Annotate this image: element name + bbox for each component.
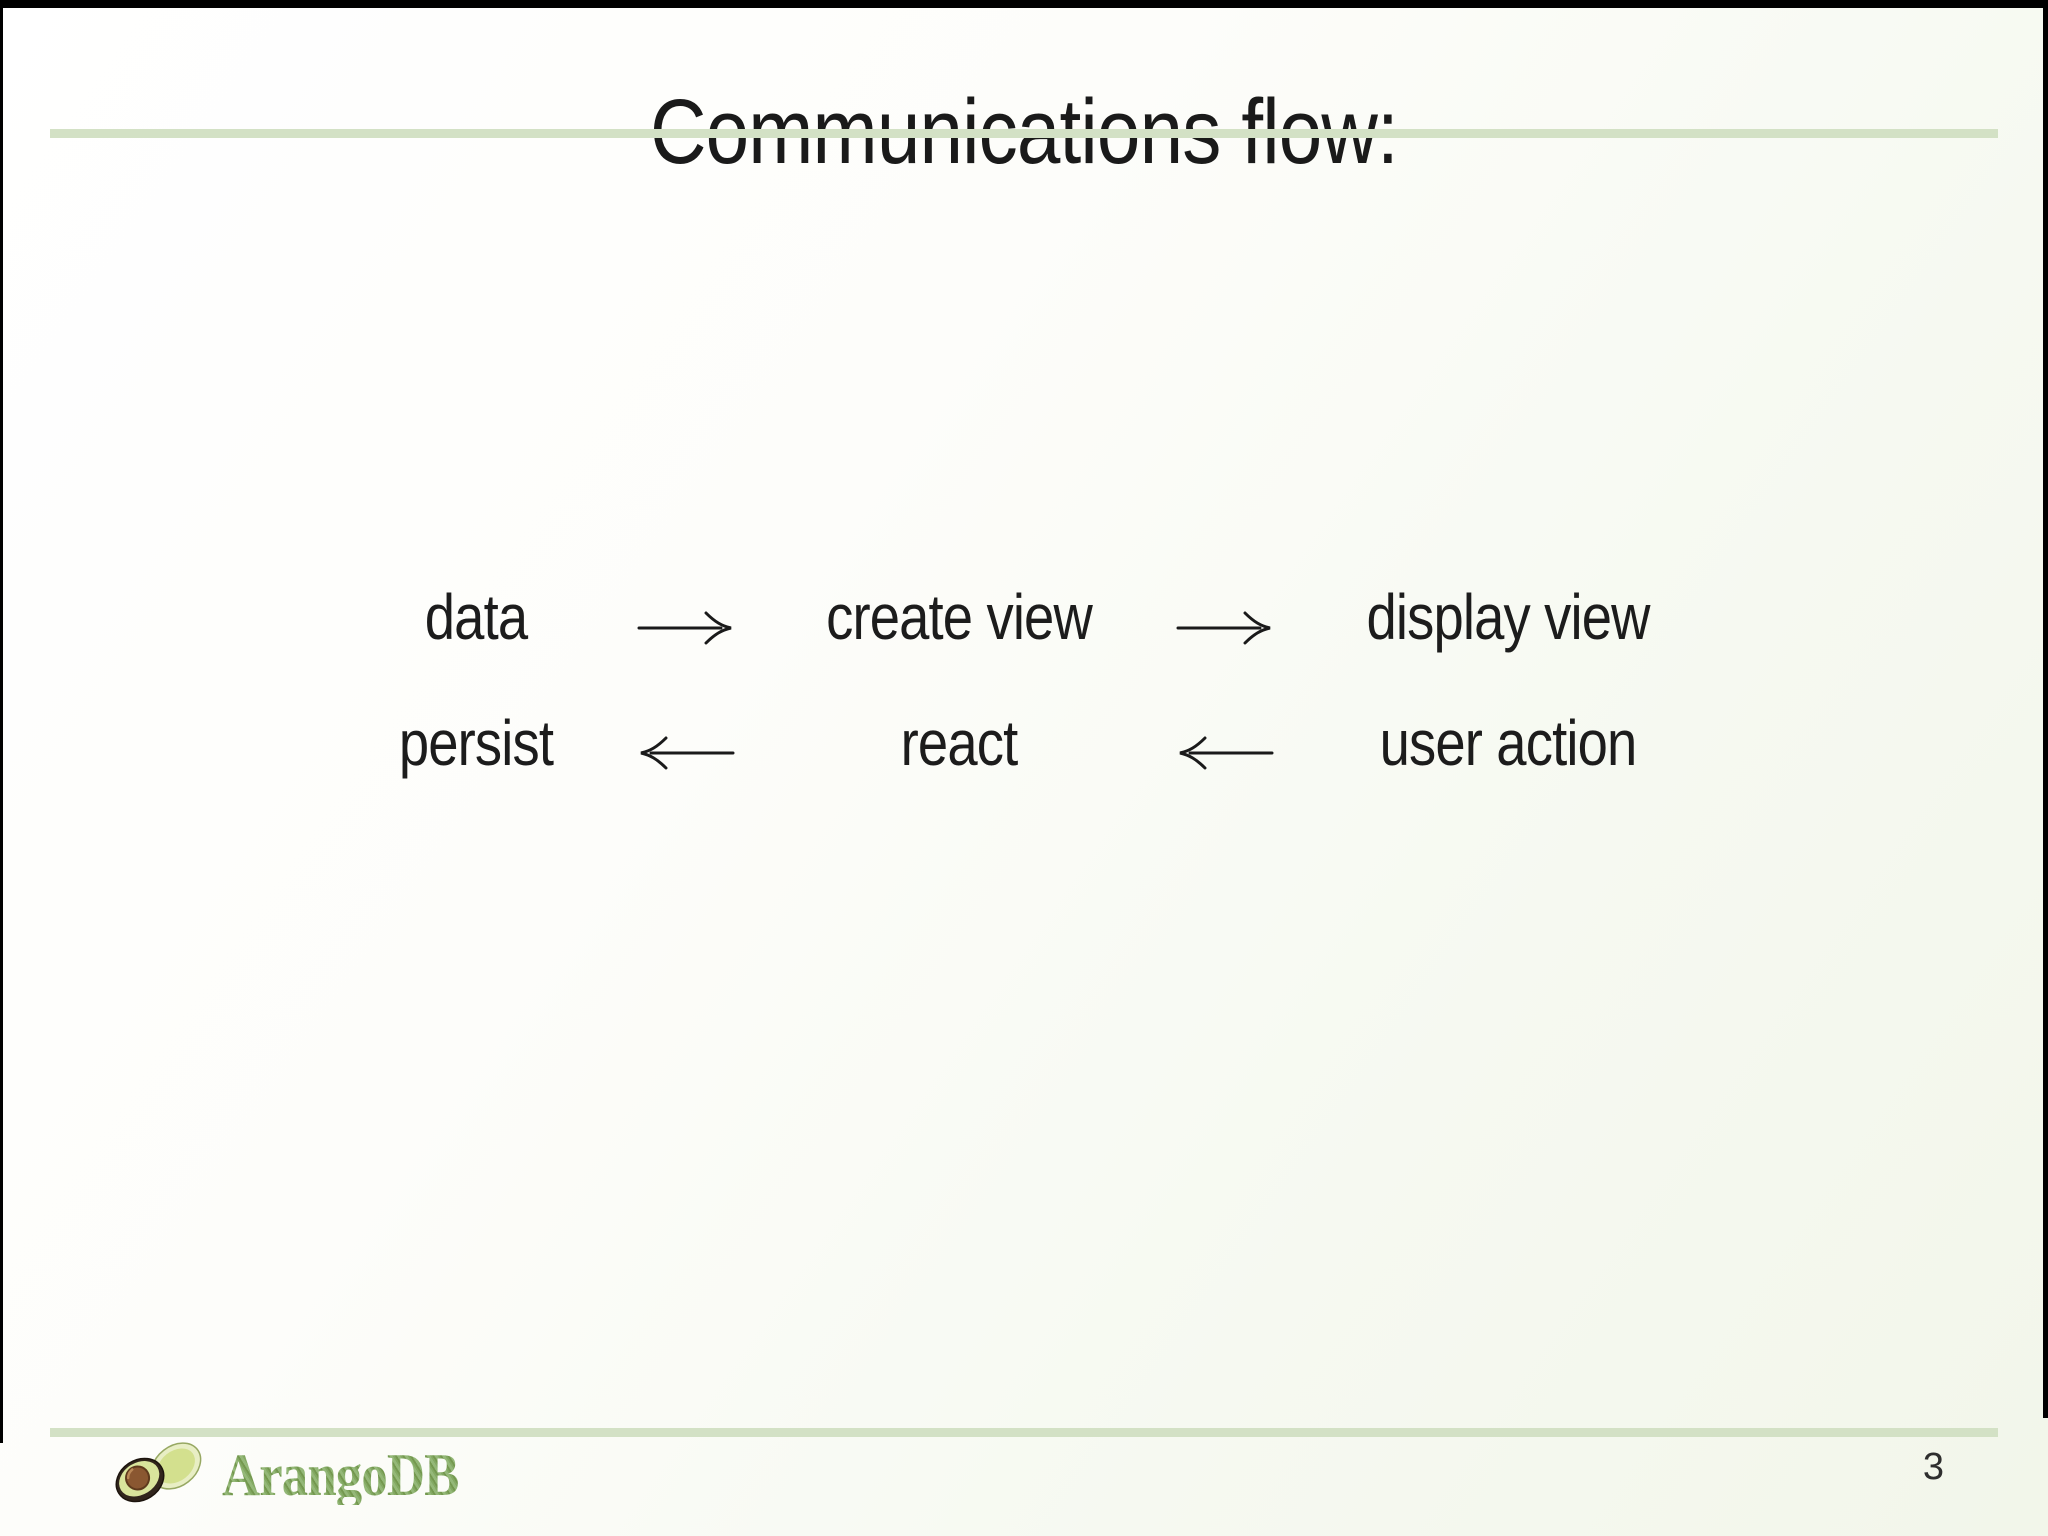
flow-node-display-view: display view bbox=[1366, 581, 1650, 653]
arrow-left-icon bbox=[636, 731, 736, 775]
arangodb-logo: ArangoDB bbox=[104, 1438, 491, 1511]
flow-node-user-action: user action bbox=[1379, 707, 1638, 779]
page-number: 3 bbox=[1922, 1446, 1944, 1488]
footer-rule bbox=[50, 1428, 1998, 1437]
title-underline bbox=[50, 129, 1998, 138]
window-frame-top bbox=[0, 0, 2048, 8]
flow-node-persist: persist bbox=[398, 707, 554, 779]
flow-node-create-view: create view bbox=[826, 581, 1093, 653]
avocado-icon bbox=[104, 1438, 212, 1511]
arrow-right-icon bbox=[1175, 606, 1275, 650]
flow-node-data: data bbox=[424, 581, 528, 653]
arrow-left-icon bbox=[1175, 731, 1275, 775]
brand-name: ArangoDB bbox=[222, 1441, 459, 1508]
arrow-right-icon bbox=[636, 606, 736, 650]
flow-node-react: react bbox=[900, 707, 1019, 779]
window-frame-left bbox=[0, 0, 3, 1443]
window-frame-right bbox=[2043, 0, 2048, 1418]
